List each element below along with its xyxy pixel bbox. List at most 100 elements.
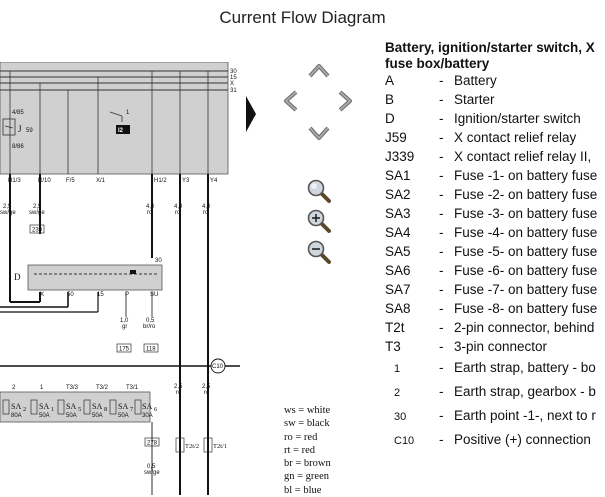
ref-box: 175 xyxy=(119,347,130,353)
expand-arrow-icon[interactable] xyxy=(244,96,258,132)
color-code: sw = black xyxy=(284,418,330,430)
fuse-sa5: SA 5 50A xyxy=(57,399,81,419)
legend-row: B-Starter xyxy=(385,92,495,107)
svg-text:SA: SA xyxy=(92,402,102,411)
connector-label: T2t/2 xyxy=(185,443,199,450)
wire-size: 0,5 xyxy=(146,318,155,324)
legend-row: SA3-Fuse -3- on battery fuse xyxy=(385,206,598,221)
wire-color: sw/ge xyxy=(29,210,45,216)
svg-text:SA: SA xyxy=(66,402,76,411)
legend-desc: 3-pin connector xyxy=(454,339,548,354)
color-code: ws = white xyxy=(284,405,331,416)
ref-box: 278 xyxy=(147,441,158,447)
legend-row: SA1-Fuse -1- on battery fuse xyxy=(385,168,598,183)
legend-row: SA7-Fuse -7- on battery fuse xyxy=(385,282,598,297)
legend-code: SA6 xyxy=(385,263,411,278)
zoom-icon[interactable] xyxy=(306,178,332,209)
nav-left-icon[interactable] xyxy=(282,90,298,112)
legend-row: T2t-2-pin connector, behind xyxy=(385,320,595,335)
wire-size: 1,0 xyxy=(120,318,129,324)
legend-desc: Battery xyxy=(454,73,497,88)
legend-code: 1 xyxy=(394,363,401,375)
legend-code: SA4 xyxy=(385,225,411,240)
svg-text:SA: SA xyxy=(142,402,152,411)
wire-size: 4,0 xyxy=(146,204,155,210)
legend-code: D xyxy=(385,111,395,126)
legend-row: SA2-Fuse -2- on battery fuse xyxy=(385,187,598,202)
legend-code: 30 xyxy=(394,411,407,423)
legend-code: T2t xyxy=(385,320,405,335)
svg-text:50A: 50A xyxy=(92,413,103,419)
wire-size: 4,0 xyxy=(202,204,211,210)
terminal-label: R/10 xyxy=(38,178,51,184)
legend-row: 1-Earth strap, battery - bo xyxy=(394,360,596,375)
legend-desc: Ignition/starter switch xyxy=(454,111,581,126)
component-legend: Battery, ignition/starter switch, X fuse… xyxy=(385,40,605,453)
terminal-label: Y3 xyxy=(182,178,190,184)
rail-label: 30 xyxy=(230,69,237,75)
legend-desc: Earth point -1-, next to r xyxy=(454,408,596,423)
switch-terminal: 50 xyxy=(67,292,74,298)
legend-row: J59-X contact relief relay xyxy=(385,130,577,145)
fuse-top-label: 2 xyxy=(12,385,16,391)
ref-box: 230 xyxy=(32,228,43,234)
legend-desc: Fuse -8- on battery fuse xyxy=(454,301,598,316)
legend-row: SA5-Fuse -5- on battery fuse xyxy=(385,244,598,259)
wire-color: ro xyxy=(147,210,153,216)
legend-desc: Starter xyxy=(454,92,495,107)
svg-text:50A: 50A xyxy=(66,413,77,419)
terminal-label: Y4 xyxy=(210,178,218,184)
rail-label: 31 xyxy=(230,88,237,94)
legend-row: J339-X contact relief relay II, xyxy=(385,149,592,164)
svg-text:1: 1 xyxy=(51,406,54,413)
legend-code: SA2 xyxy=(385,187,411,202)
connector-label: T2t/1 xyxy=(213,443,227,450)
color-code: ro = red xyxy=(284,431,318,443)
relay-label: 59 xyxy=(26,128,33,134)
color-code: gn = green xyxy=(284,471,329,483)
ref-box: 118 xyxy=(146,347,156,353)
switch-terminal: 30 xyxy=(155,258,162,264)
legend-code: C10 xyxy=(394,435,415,447)
wire-size: 2,5 xyxy=(174,384,183,390)
wire-color: sw/ge xyxy=(0,210,16,216)
wire-color: br/ro xyxy=(143,324,156,330)
zoom-out-icon[interactable] xyxy=(306,239,332,270)
fuse-top-label: T3/2 xyxy=(96,385,109,391)
nav-down-icon[interactable] xyxy=(308,126,330,142)
wire-color: ro xyxy=(203,210,209,216)
nav-up-icon[interactable] xyxy=(308,62,330,78)
legend-row: D-Ignition/starter switch xyxy=(385,111,581,126)
legend-heading: fuse box/battery xyxy=(385,56,490,71)
nav-right-icon[interactable] xyxy=(338,90,354,112)
fuse-sa7: SA 7 50A xyxy=(109,399,134,419)
svg-text:SA: SA xyxy=(39,402,49,411)
legend-code: SA5 xyxy=(385,244,411,259)
wire-color: gr xyxy=(122,324,127,330)
switch-terminal: SU xyxy=(150,292,158,298)
wire-size: 2,5 xyxy=(33,204,42,210)
zoom-in-icon[interactable] xyxy=(306,208,332,239)
page-title: Current Flow Diagram xyxy=(219,8,386,27)
svg-text:6: 6 xyxy=(154,406,158,413)
wire-color: ro xyxy=(175,210,181,216)
terminal-label: H1/2 xyxy=(154,178,167,184)
legend-desc: Earth strap, gearbox - b xyxy=(454,384,596,399)
legend-code: SA8 xyxy=(385,301,411,316)
legend-desc: 2-pin connector, behind xyxy=(454,320,595,335)
legend-desc: Fuse -5- on battery fuse xyxy=(454,244,598,259)
svg-text:50A: 50A xyxy=(39,413,50,419)
wiring-schematic: 30 15 X 31 4/85 J 59 8/86 1 I2 H1/3 R/10… xyxy=(0,62,240,495)
svg-text:8: 8 xyxy=(104,406,107,413)
legend-code: J59 xyxy=(385,130,407,145)
c10-node: C10 xyxy=(212,364,224,370)
legend-desc: Earth strap, battery - bo xyxy=(454,360,596,375)
fuse-top-label: T3/3 xyxy=(66,385,79,391)
fuse-top-label: T3/1 xyxy=(126,385,139,391)
switch-terminal: 15 xyxy=(97,292,104,298)
legend-row: 2-Earth strap, gearbox - b xyxy=(394,384,596,399)
relay-label: 1 xyxy=(126,110,130,116)
fuse-sa6: SA 6 30A xyxy=(134,399,158,419)
terminal-label: H1/3 xyxy=(8,178,21,184)
terminal-label: X/1 xyxy=(96,178,106,184)
